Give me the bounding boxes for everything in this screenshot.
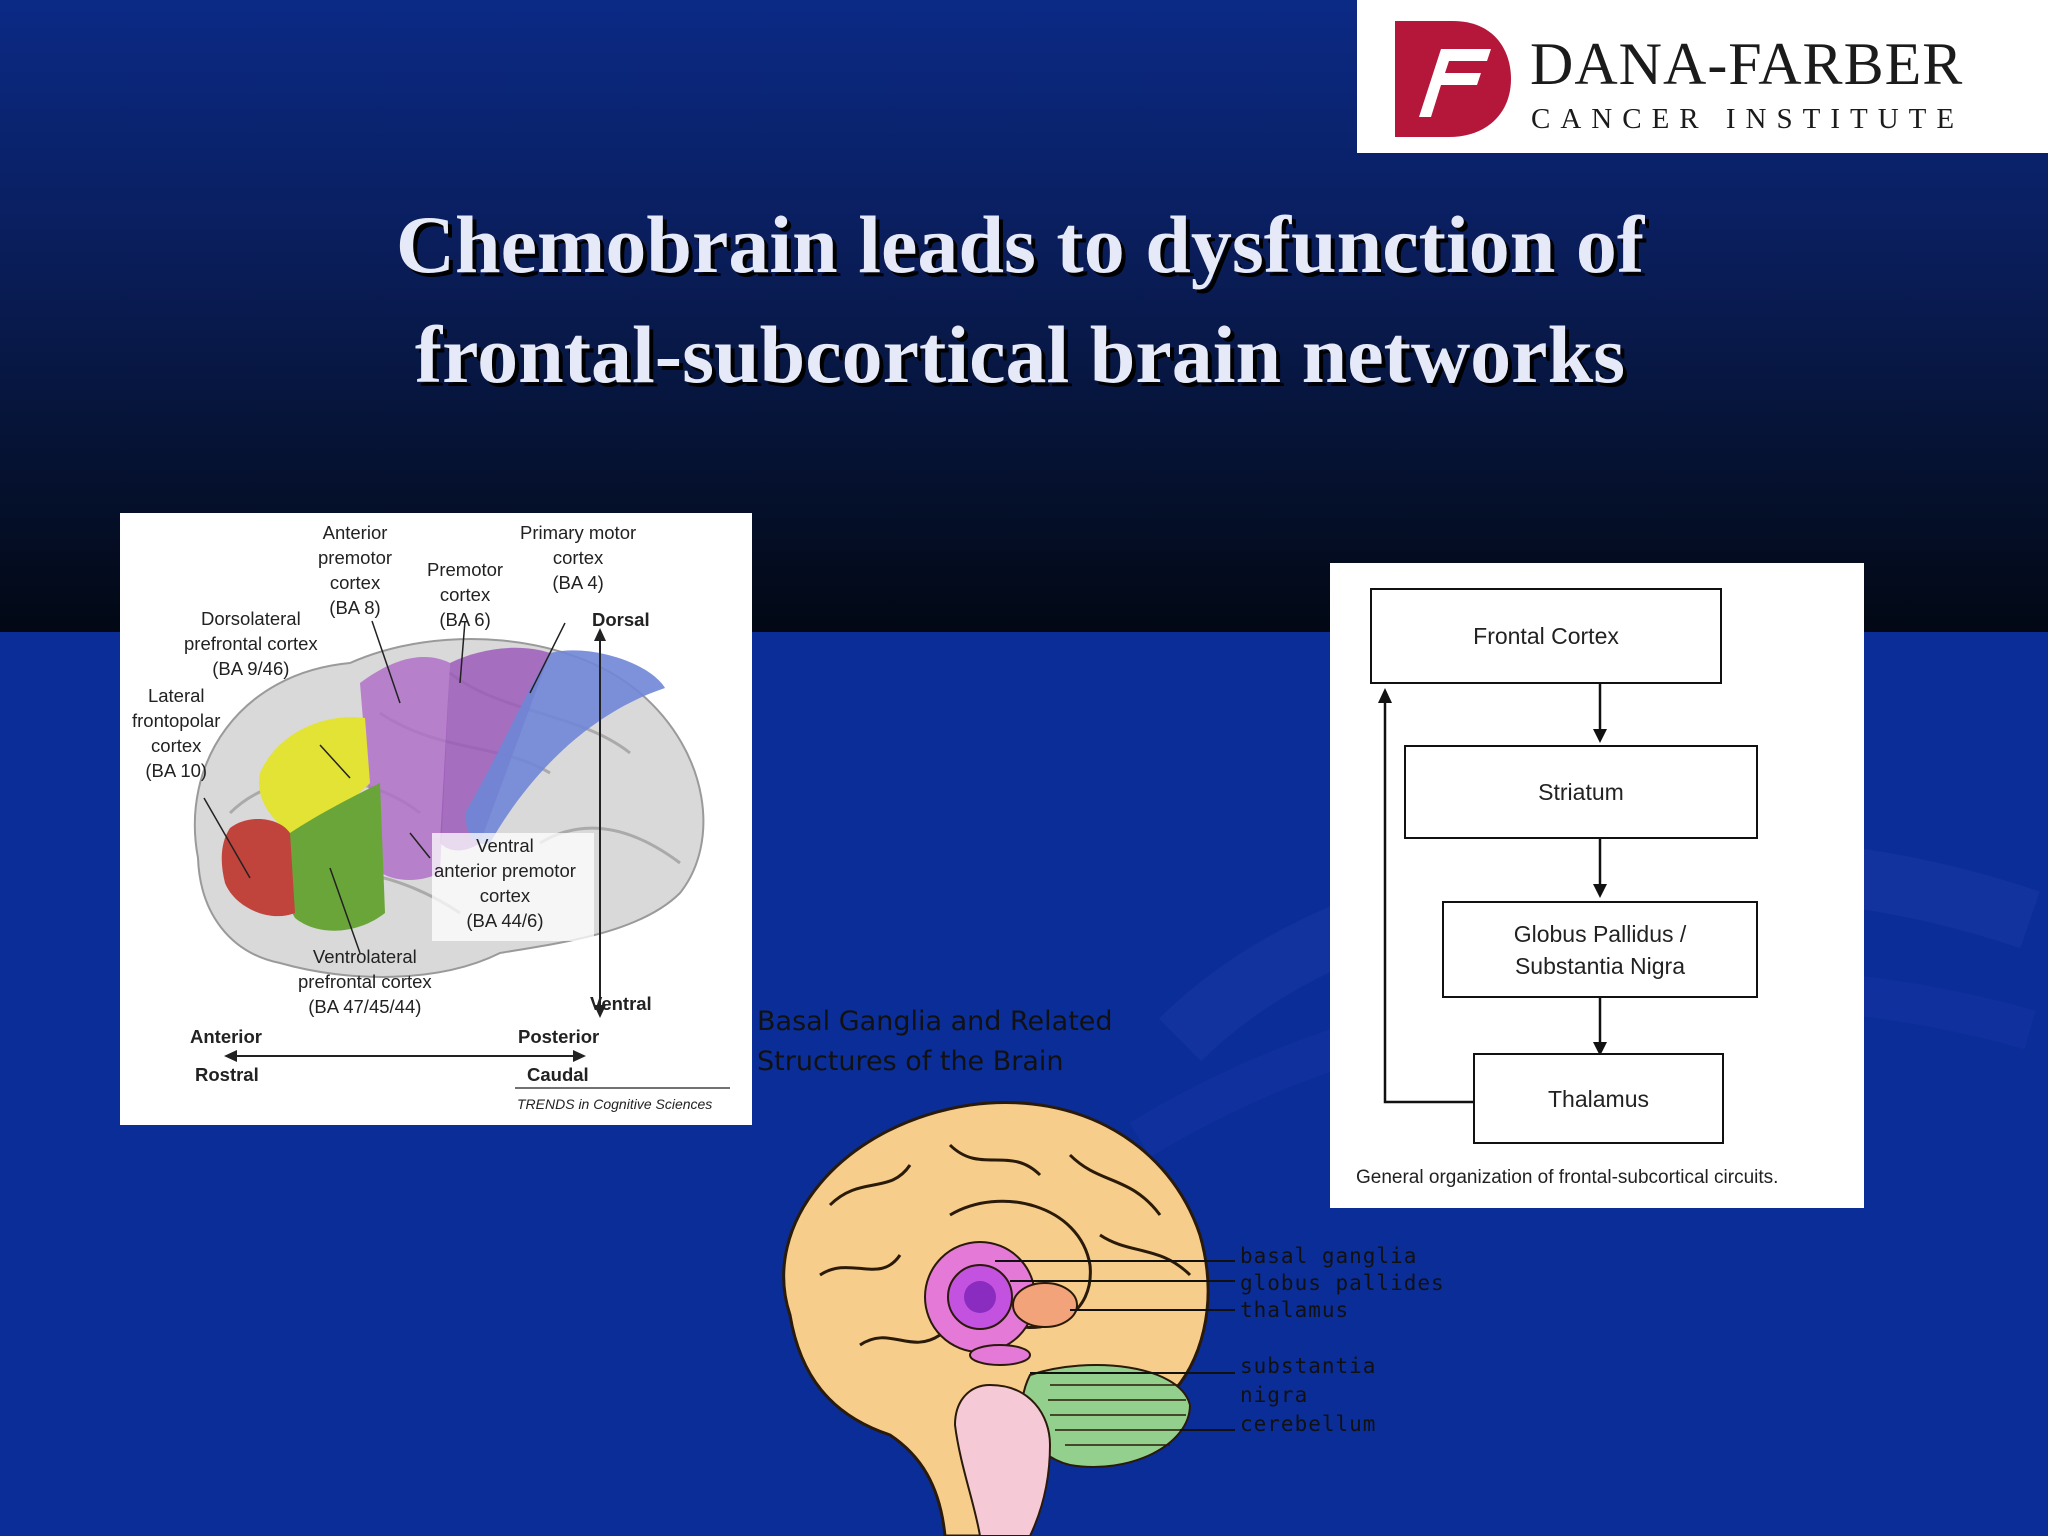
label-anterior-premotor: Anterior premotor cortex (BA 8)	[318, 522, 393, 618]
logo-name: DANA-FARBER	[1530, 31, 1964, 97]
label-thalamus: thalamus	[1240, 1298, 1350, 1322]
axis-ventral: Ventral	[590, 993, 652, 1014]
circuit-connectors	[1378, 684, 1607, 1104]
axis-rostral: Rostral	[195, 1064, 259, 1085]
label-lateral-frontopolar: Lateral frontopolar cortex (BA 10)	[132, 685, 221, 781]
dana-farber-logo: DANA-FARBER CANCER INSTITUTE	[1357, 0, 2048, 153]
label-nigra: nigra	[1240, 1383, 1309, 1407]
box-frontal-cortex: Frontal Cortex	[1370, 588, 1722, 684]
cortex-illustration	[193, 620, 730, 1089]
basal-ganglia-illustration	[782, 1101, 1235, 1536]
label-primary-motor: Primary motor cortex (BA 4)	[520, 522, 637, 593]
box-thalamus: Thalamus	[1473, 1053, 1724, 1144]
box-striatum: Striatum	[1404, 745, 1758, 839]
axis-posterior: Posterior	[518, 1026, 600, 1047]
axis-dorsal: Dorsal	[592, 609, 650, 630]
figure-credit: TRENDS in Cognitive Sciences	[517, 1096, 713, 1112]
page-title: Chemobrain leads to dysfunction of front…	[200, 190, 1840, 410]
box-globus-pallidus: Globus Pallidus / Substantia Nigra	[1442, 901, 1758, 998]
label-cerebellum: cerebellum	[1240, 1412, 1377, 1436]
label-ventrolateral: Ventrolateral prefrontal cortex (BA 47/4…	[298, 946, 432, 1017]
title-line-2: frontal-subcortical brain networks	[414, 309, 1626, 400]
title-line-1: Chemobrain leads to dysfunction of	[395, 199, 1645, 290]
label-ventral-anterior-premotor: Ventral anterior premotor cortex (BA 44/…	[434, 835, 576, 931]
circuit-figure: Frontal Cortex Striatum Globus Pallidus …	[1330, 563, 1864, 1208]
circuit-caption: General organization of frontal-subcorti…	[1356, 1167, 1779, 1188]
axis-caudal: Caudal	[527, 1064, 589, 1085]
cortex-figure: Anterior premotor cortex (BA 8) Primary …	[120, 513, 752, 1125]
label-premotor: Premotor cortex (BA 6)	[427, 559, 504, 630]
label-basal-ganglia: basal ganglia	[1240, 1244, 1418, 1268]
label-globus-pallides: globus pallides	[1240, 1271, 1445, 1295]
basal-ganglia-title: Basal Ganglia and Related Structures of …	[757, 1006, 1113, 1077]
logo-subtitle: CANCER INSTITUTE	[1531, 103, 1965, 135]
label-substantia: substantia	[1240, 1354, 1377, 1378]
axis-anterior: Anterior	[190, 1026, 262, 1047]
dana-farber-mark-icon	[1395, 21, 1511, 137]
label-dorsolateral: Dorsolateral prefrontal cortex (BA 9/46)	[184, 608, 318, 679]
